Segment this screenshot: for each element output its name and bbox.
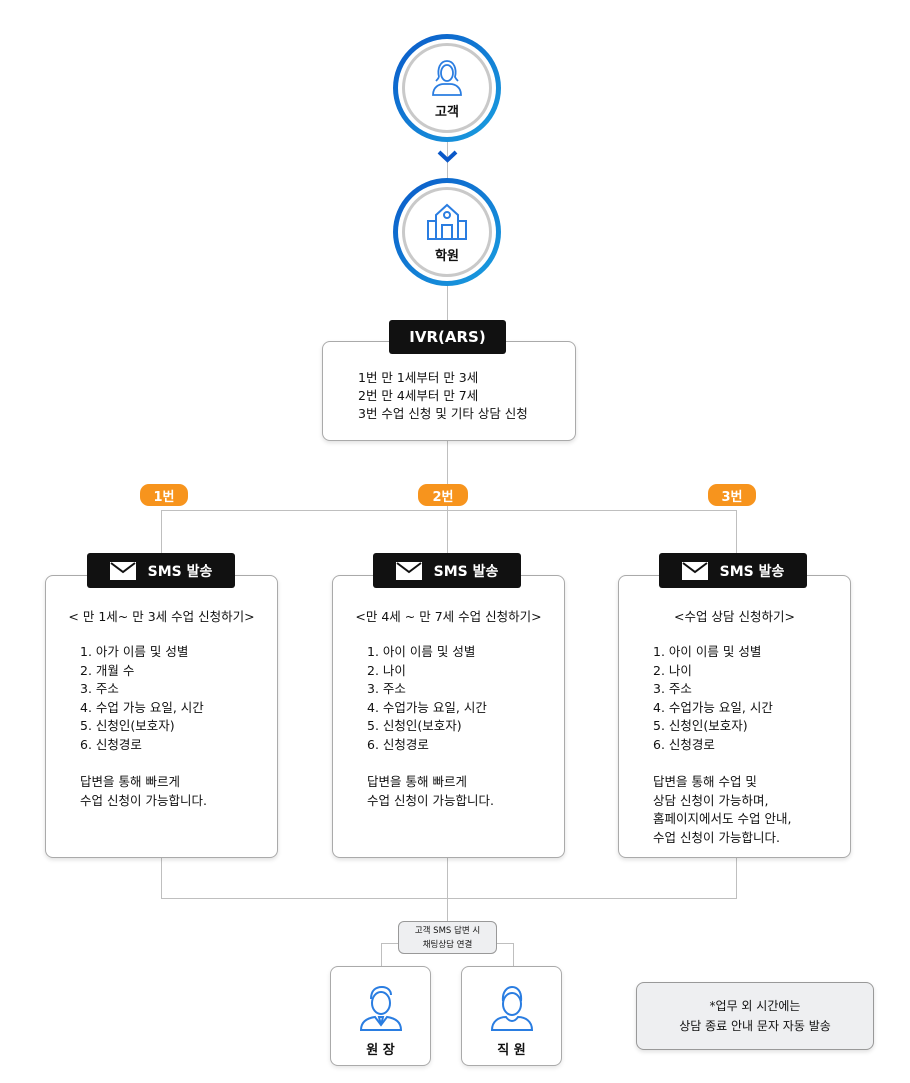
sms-label-text: SMS 발송 (433, 563, 499, 580)
card-title: <수업 상담 신청하기> (674, 609, 795, 624)
list-item: 6. 신청경로 (653, 736, 715, 752)
sms-card-3: <수업 상담 신청하기> 1. 아이 이름 및 성별 2. 나이 3. 주소 4. 수… (618, 575, 851, 858)
card-note: 답변을 통해 수업 및 상담 신청이 가능하며, 홈페이지에서도 수업 안내, … (653, 774, 792, 845)
customer-label: 고객 (435, 104, 459, 120)
ivr-option: 2번 만 4세부터 만 7세 (358, 388, 479, 403)
connector (161, 510, 162, 555)
sms-label-3: SMS 발송 (659, 553, 807, 588)
list-item: 4. 수업 가능 요일, 시간 (80, 699, 204, 715)
envelope-icon (681, 561, 708, 580)
list-item: 4. 수업가능 요일, 시간 (367, 699, 487, 715)
list-item: 5. 신청인(보호자) (653, 718, 748, 733)
card-title: <만 4세 ~ 만 7세 수업 신청하기> (355, 609, 542, 624)
list-item: 6. 신청경로 (367, 736, 429, 752)
sms-card-1: < 만 1세~ 만 3세 수업 신청하기> 1. 아가 이름 및 성별 2. 개월… (45, 575, 278, 858)
sms-card-2: <만 4세 ~ 만 7세 수업 신청하기> 1. 아이 이름 및 성별 2. 나이… (332, 575, 565, 858)
connector (161, 898, 737, 899)
director-label: 원 장 (366, 1043, 395, 1058)
list-item: 3. 주소 (653, 681, 692, 696)
branch-badge-2: 2번 (418, 484, 468, 506)
list-item: 3. 주소 (80, 681, 119, 696)
list-item: 6. 신청경로 (80, 736, 142, 752)
list-item: 2. 개월 수 (80, 662, 135, 678)
connector (381, 943, 382, 967)
card-title: < 만 1세~ 만 3세 수업 신청하기> (68, 609, 255, 624)
sms-label-text: SMS 발송 (147, 563, 213, 580)
branch-badge-3: 3번 (708, 484, 756, 506)
ivr-label: IVR(ARS) (389, 320, 506, 354)
employee-label: 직 원 (497, 1043, 526, 1058)
connector (496, 943, 514, 944)
notice-line: 상담 종료 안내 문자 자동 발송 (679, 1019, 831, 1033)
branch-badge-1: 1번 (140, 484, 188, 506)
chat-connect-line: 고객 SMS 답변 시 (414, 926, 481, 936)
academy-node: 학원 (393, 178, 501, 286)
ivr-box: 1번 만 1세부터 만 3세 2번 만 4세부터 만 7세 3번 수업 신청 및… (322, 341, 576, 441)
list-item: 5. 신청인(보호자) (367, 718, 462, 733)
connector (736, 510, 737, 555)
chevron-down-icon (437, 150, 458, 163)
list-item: 4. 수업가능 요일, 시간 (653, 699, 773, 715)
sms-label-2: SMS 발송 (373, 553, 521, 588)
sms-label-1: SMS 발송 (87, 553, 235, 588)
connector (161, 510, 737, 511)
woman-icon (432, 59, 462, 96)
list-item: 1. 아가 이름 및 성별 (80, 644, 189, 659)
list-item: 2. 나이 (367, 662, 406, 678)
school-building-icon (427, 203, 467, 240)
connector (447, 857, 448, 922)
chat-connect-line: 채팅상담 연결 (422, 940, 473, 950)
director-card: 원 장 (330, 966, 431, 1066)
person-icon (490, 985, 533, 1031)
list-item: 1. 아이 이름 및 성별 (653, 644, 762, 659)
notice-line: *업무 외 시간에는 (709, 999, 801, 1013)
connector (381, 943, 399, 944)
connector (736, 857, 737, 898)
card-note: 답변을 통해 빠르게 수업 신청이 가능합니다. (367, 774, 494, 808)
list-item: 1. 아이 이름 및 성별 (367, 644, 476, 659)
customer-node: 고객 (393, 34, 501, 142)
academy-label: 학원 (435, 248, 459, 264)
list-item: 2. 나이 (653, 662, 692, 678)
connector (161, 857, 162, 898)
sms-label-text: SMS 발송 (719, 563, 785, 580)
envelope-icon (395, 561, 422, 580)
connector (447, 284, 448, 324)
list-item: 3. 주소 (367, 681, 406, 696)
man-in-suit-icon (359, 985, 402, 1031)
employee-card: 직 원 (461, 966, 562, 1066)
card-note: 답변을 통해 빠르게 수업 신청이 가능합니다. (80, 774, 207, 808)
ivr-option: 1번 만 1세부터 만 3세 (358, 370, 479, 385)
connector (513, 943, 514, 967)
list-item: 5. 신청인(보호자) (80, 718, 175, 733)
envelope-icon (109, 561, 136, 580)
ivr-option: 3번 수업 신청 및 기타 상담 신청 (358, 406, 528, 421)
